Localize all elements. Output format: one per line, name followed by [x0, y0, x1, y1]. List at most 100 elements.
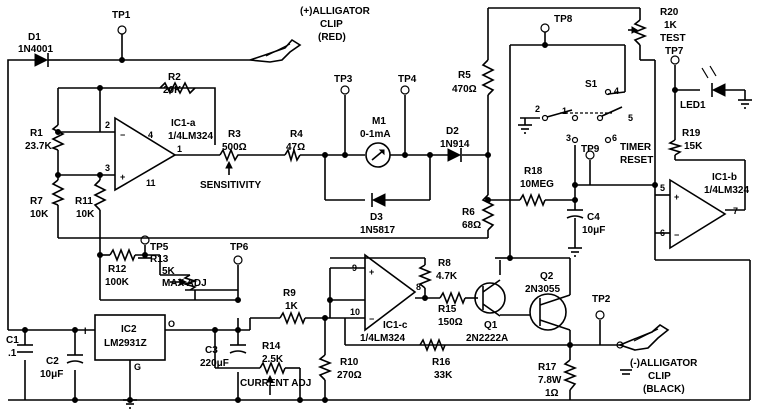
capacitors [17, 209, 584, 364]
label-ic1c-value: 1/4LM324 [360, 333, 405, 344]
pin-s1-2: 2 [535, 104, 540, 114]
pin-s1-1: 1 [562, 106, 567, 116]
label-r8-value: 4.7K [436, 271, 458, 282]
transistor-q1 [474, 279, 506, 317]
resistors [50, 19, 683, 391]
label-r9-value: 1K [285, 301, 299, 312]
label-r20: R20 [660, 7, 679, 18]
label-r15-value: 150Ω [438, 317, 463, 328]
svg-text:−: − [369, 314, 374, 324]
label-tp9: TP9 [581, 144, 600, 155]
label-r10: R10 [340, 357, 359, 368]
label-s1: S1 [585, 79, 598, 90]
pin-ic2-o: O [168, 319, 175, 329]
label-r19: R19 [682, 128, 701, 139]
label-r13-max-adj: MAX ADJ [162, 278, 207, 289]
label-r4: R4 [290, 129, 303, 140]
pin-ic1a-11: 11 [146, 178, 156, 188]
label-r1-value: 23.7K [25, 141, 52, 152]
ground-icons [123, 99, 752, 409]
label-r3-value: 500Ω [222, 142, 247, 153]
pin-ic1c-8: 8 [416, 282, 421, 292]
label-c1-value: .1 [8, 348, 17, 359]
label-c4-value: 10μF [582, 225, 605, 236]
svg-text:+: + [674, 192, 679, 202]
label-r18: R18 [524, 166, 543, 177]
switch-s1 [541, 88, 626, 144]
pin-ic1c-9: 9 [352, 263, 357, 273]
label-m1: M1 [372, 116, 386, 127]
label-reset: RESET [620, 155, 653, 166]
label-clip-red-1: (+)ALLIGATOR [300, 6, 371, 17]
label-r14-current-adj: CURRENT ADJ [240, 378, 311, 389]
pin-ic1c-10: 10 [350, 307, 360, 317]
label-c2-value: 10μF [40, 369, 63, 380]
label-r20-test: TEST [660, 33, 686, 44]
label-r17-watt: 7.8W [538, 375, 562, 386]
label-r5: R5 [458, 70, 471, 81]
regulator-ic2 [94, 314, 166, 361]
label-r17: R17 [538, 362, 557, 373]
label-d2: D2 [446, 126, 459, 137]
label-r14-value: 2.5K [262, 354, 284, 365]
label-r6: R6 [462, 207, 475, 218]
label-r14: R14 [262, 341, 281, 352]
label-r12: R12 [108, 264, 127, 275]
label-tp3: TP3 [334, 74, 353, 85]
label-r8: R8 [438, 258, 451, 269]
diode-d1 [34, 53, 60, 67]
label-tp7: TP7 [665, 46, 684, 57]
label-led1: LED1 [680, 100, 706, 111]
label-q1: Q1 [484, 320, 498, 331]
op-amp-ic1a: −+ [114, 116, 177, 192]
diode-d3 [371, 193, 386, 207]
label-r17-value: 1Ω [545, 388, 559, 399]
pin-numbers: 2 3 4 1 11 5 6 7 9 10 8 I O G 2 3 1 4 5 … [84, 86, 738, 372]
label-clip-black-3: (BLACK) [643, 384, 685, 395]
svg-text:+: + [369, 267, 374, 277]
label-c3: C3 [205, 345, 218, 356]
label-d2-value: 1N914 [440, 139, 470, 150]
label-ic1b-value: 1/4LM324 [704, 185, 749, 196]
pin-ic1b-6: 6 [660, 228, 665, 238]
label-c3-value: 220μF [200, 358, 229, 369]
label-r2: R2 [168, 72, 181, 83]
meter-m1 [365, 142, 391, 168]
label-r11: R11 [75, 196, 93, 207]
test-points [117, 23, 680, 320]
svg-text:+: + [120, 172, 125, 182]
label-clip-red-3: (RED) [318, 32, 346, 43]
label-r7: R7 [30, 196, 43, 207]
op-amp-ic1c: +− [364, 253, 417, 332]
pin-s1-6: 6 [612, 133, 617, 143]
label-r10-value: 270Ω [337, 370, 362, 381]
label-r16-value: 33K [434, 370, 453, 381]
label-sensitivity: SENSITIVITY [200, 180, 261, 191]
pin-ic1b-7: 7 [733, 206, 738, 216]
label-d1: D1 [28, 32, 41, 43]
label-q2: Q2 [540, 271, 554, 282]
label-ic1a-value: 1/4LM324 [168, 131, 213, 142]
label-ic1a: IC1-a [171, 118, 196, 129]
label-r2-value: 20K [163, 85, 182, 96]
label-d1-value: 1N4001 [18, 44, 53, 55]
label-r9: R9 [283, 288, 296, 299]
label-c4: C4 [587, 212, 600, 223]
pin-ic1a-4: 4 [148, 130, 153, 140]
label-tp5: TP5 [150, 242, 169, 253]
label-c2: C2 [46, 356, 59, 367]
op-amp-ic1b: +− [669, 178, 727, 250]
label-r16: R16 [432, 357, 451, 368]
label-c1: C1 [6, 335, 19, 346]
label-ic1c: IC1-c [383, 320, 408, 331]
label-q1-value: 2N2222A [466, 333, 508, 344]
label-r3: R3 [228, 129, 241, 140]
label-r13-value: 5K [162, 266, 176, 277]
label-r13: R13 [150, 254, 169, 265]
component-labels: D1 1N4001 TP1 (+)ALLIGATOR CLIP (RED) R2… [6, 6, 749, 399]
svg-text:−: − [674, 230, 679, 240]
label-d3-value: 1N5817 [360, 225, 395, 236]
alligator-clip-red-icon [249, 38, 302, 63]
pin-ic2-i: I [84, 326, 87, 336]
pin-ic1b-5: 5 [660, 183, 665, 193]
